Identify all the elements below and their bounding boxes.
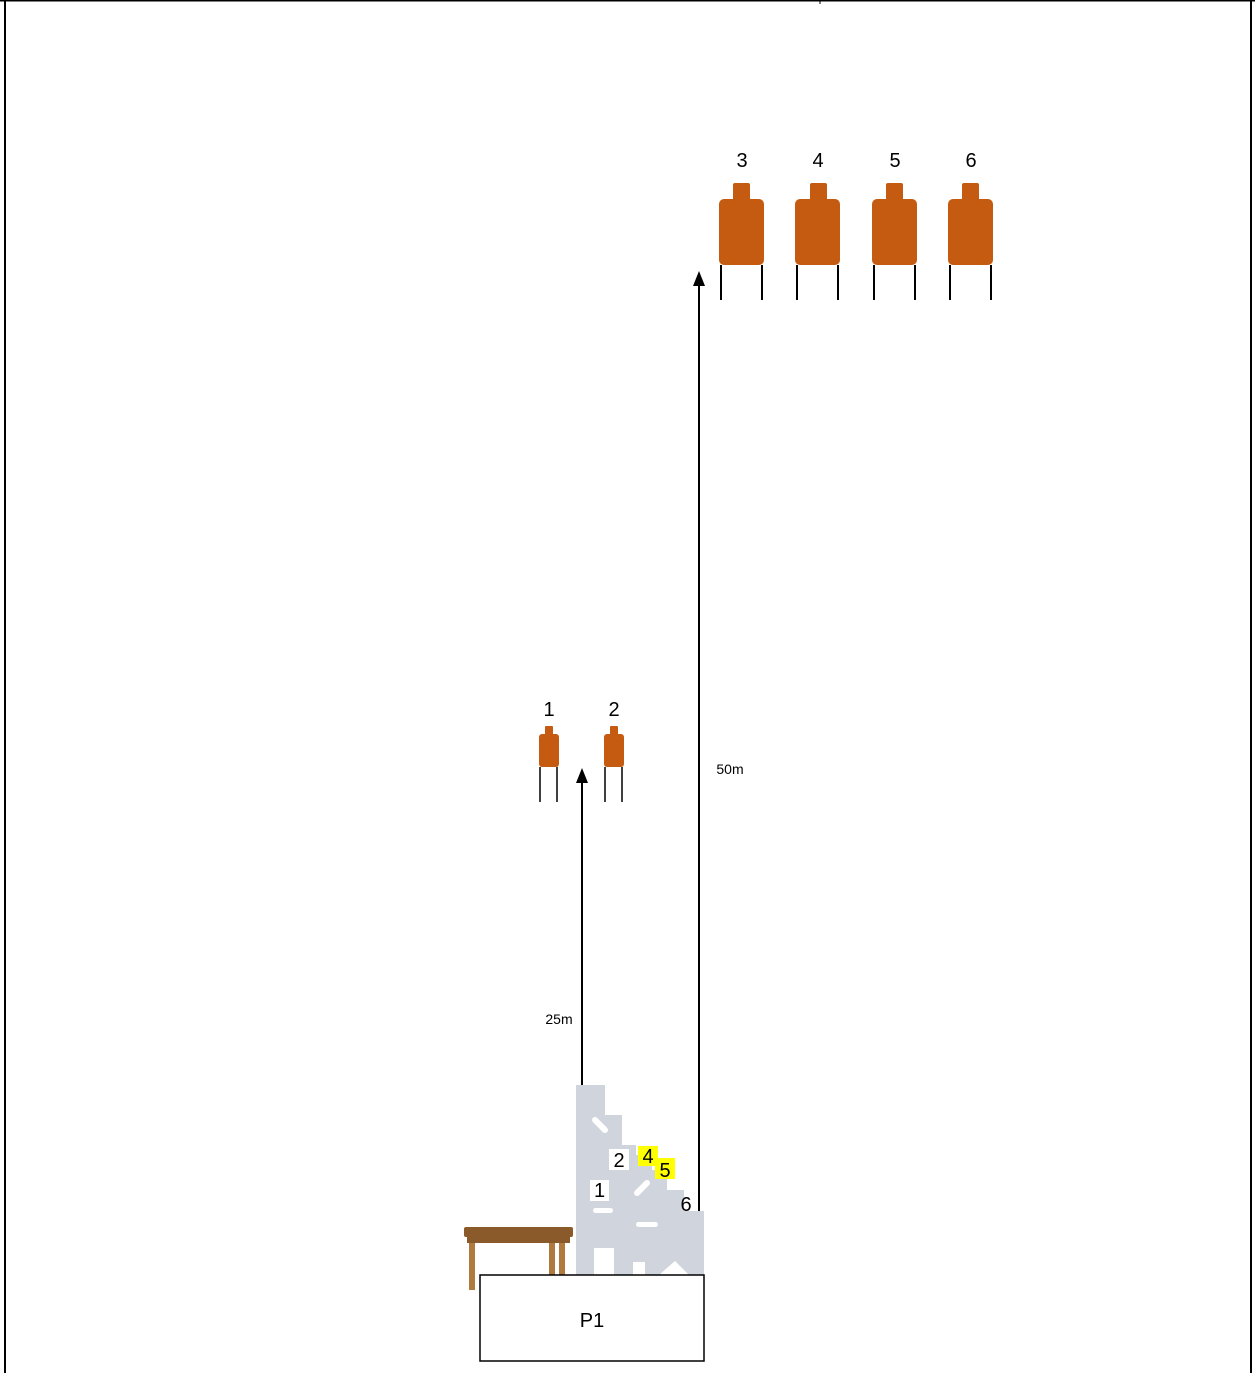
shooting-box-label: P1	[580, 1310, 604, 1332]
shooting-box: P1	[479, 1274, 705, 1362]
table-icon	[464, 1227, 573, 1290]
target-3: 3	[719, 150, 764, 300]
target-number: 4	[812, 150, 823, 172]
port-label-4-highlighted: 4	[638, 1146, 658, 1168]
target-6: 6	[948, 150, 993, 300]
target-silhouette-icon	[719, 183, 764, 265]
target-2: 2	[604, 699, 624, 802]
distance-label-far: 50m	[716, 761, 743, 777]
port-label-5-highlighted: 5	[655, 1158, 675, 1182]
target-number: 1	[543, 699, 554, 721]
target-silhouette-icon	[948, 183, 993, 265]
svg-text:4: 4	[642, 1146, 653, 1168]
distance-arrow-far: 50m	[693, 271, 744, 1212]
target-number: 2	[608, 699, 619, 721]
target-group-far: 3 4 5 6	[719, 150, 993, 300]
svg-text:2: 2	[613, 1150, 624, 1172]
barricade-end-label: 6	[680, 1194, 691, 1216]
svg-text:1: 1	[594, 1180, 605, 1202]
distance-arrow-near: 25m	[545, 768, 588, 1085]
barricade-icon: 1 2 4 5 6	[576, 1085, 704, 1275]
target-group-near: 1 2	[539, 699, 624, 802]
port-label-2: 2	[609, 1149, 629, 1172]
target-1: 1	[539, 699, 559, 802]
target-number: 5	[889, 150, 900, 172]
target-silhouette-icon	[795, 183, 840, 265]
distance-label-near: 25m	[545, 1011, 572, 1027]
target-silhouette-icon	[604, 726, 624, 767]
target-number: 3	[736, 150, 747, 172]
port-label-1: 1	[590, 1180, 609, 1202]
target-silhouette-icon	[539, 726, 559, 767]
svg-text:5: 5	[659, 1160, 670, 1182]
target-4: 4	[795, 150, 840, 300]
target-number: 6	[965, 150, 976, 172]
target-5: 5	[872, 150, 917, 300]
target-silhouette-icon	[872, 183, 917, 265]
